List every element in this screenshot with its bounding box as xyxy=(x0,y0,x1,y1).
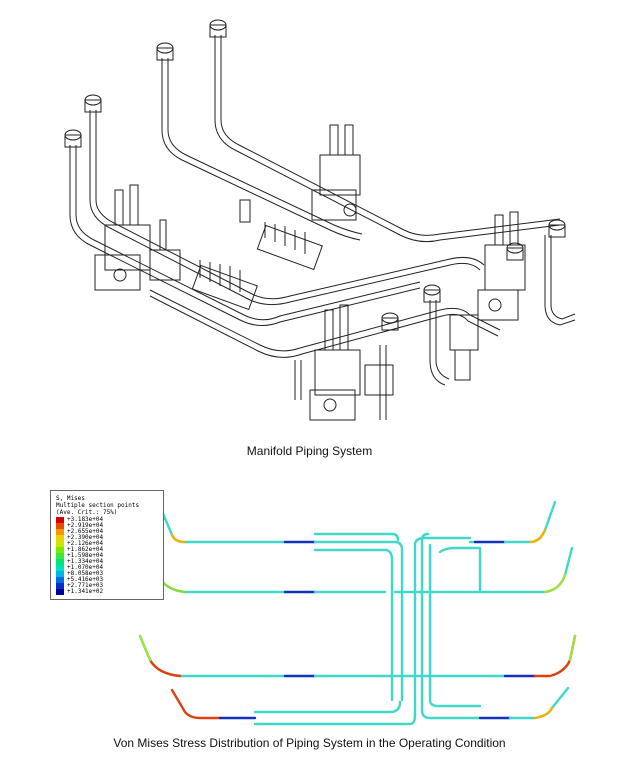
legend-value: +5.416e+03 xyxy=(67,576,104,583)
legend-swatch xyxy=(56,589,64,595)
legend-value: +1.341e+02 xyxy=(67,588,104,595)
legend-entry: +1.334e+04 xyxy=(56,558,160,565)
legend-entry: +2.655e+04 xyxy=(56,528,160,535)
legend-entry: +2.126e+04 xyxy=(56,540,160,547)
pipe-run-middle xyxy=(69,110,485,326)
stress-contour-plot xyxy=(138,500,577,726)
legend-swatch xyxy=(56,523,64,529)
legend-entry: +2.919e+04 xyxy=(56,522,160,529)
legend-entry: +1.862e+04 xyxy=(56,546,160,553)
legend-title: S, Mises xyxy=(56,495,85,502)
legend-swatch xyxy=(56,553,64,559)
riser-caps xyxy=(64,19,566,331)
legend-entry: +8.058e+03 xyxy=(56,570,160,577)
legend-swatch xyxy=(56,577,64,583)
instrument-manifold-left xyxy=(191,260,258,311)
pipe-run-lower xyxy=(149,235,576,420)
legend-entry: +2.390e+04 xyxy=(56,534,160,541)
legend-crit: (Ave. Crit.: 75%) xyxy=(56,509,118,516)
valve-assembly-lower xyxy=(309,304,479,421)
pipe-run-upper xyxy=(161,35,561,243)
stress-legend: S, Mises Multiple section points (Ave. C… xyxy=(50,490,164,600)
legend-value: +1.598e+04 xyxy=(67,552,104,559)
legend-swatch xyxy=(56,541,64,547)
legend-value: +2.919e+04 xyxy=(67,522,104,529)
legend-value: +1.070e+04 xyxy=(67,564,104,571)
legend-value: +2.390e+04 xyxy=(67,534,104,541)
manifold-piping-drawing xyxy=(64,19,576,421)
legend-swatch xyxy=(56,565,64,571)
valve-assembly-left xyxy=(94,184,181,291)
legend-value: +2.771e+03 xyxy=(67,582,104,589)
legend-value: +1.334e+04 xyxy=(67,558,104,565)
legend-swatch xyxy=(56,547,64,553)
figure-caption-stress: Von Mises Stress Distribution of Piping … xyxy=(113,736,506,750)
legend-swatch xyxy=(56,559,64,565)
legend-entry: +3.183e+04 xyxy=(56,516,160,523)
legend-entry: +1.598e+04 xyxy=(56,552,160,559)
legend-swatch xyxy=(56,571,64,577)
legend-subtitle: Multiple section points xyxy=(56,502,140,509)
legend-entry: +1.341e+02 xyxy=(56,588,160,595)
figure-caption-manifold: Manifold Piping System xyxy=(246,444,373,458)
legend-entry: +1.070e+04 xyxy=(56,564,160,571)
legend-value: +2.126e+04 xyxy=(67,540,104,547)
legend-swatch xyxy=(56,529,64,535)
valve-assembly-right xyxy=(477,211,526,321)
legend-value: +1.862e+04 xyxy=(67,546,104,553)
legend-value: +2.655e+04 xyxy=(67,528,104,535)
valve-assembly-upper xyxy=(311,124,361,221)
legend-entry: +2.771e+03 xyxy=(56,582,160,589)
legend-swatch xyxy=(56,517,64,523)
legend-swatch xyxy=(56,535,64,541)
legend-swatch xyxy=(56,583,64,589)
instrument-manifold-center xyxy=(239,199,323,271)
legend-value: +3.183e+04 xyxy=(67,516,104,523)
legend-value: +8.058e+03 xyxy=(67,570,104,577)
legend-entry: +5.416e+03 xyxy=(56,576,160,583)
